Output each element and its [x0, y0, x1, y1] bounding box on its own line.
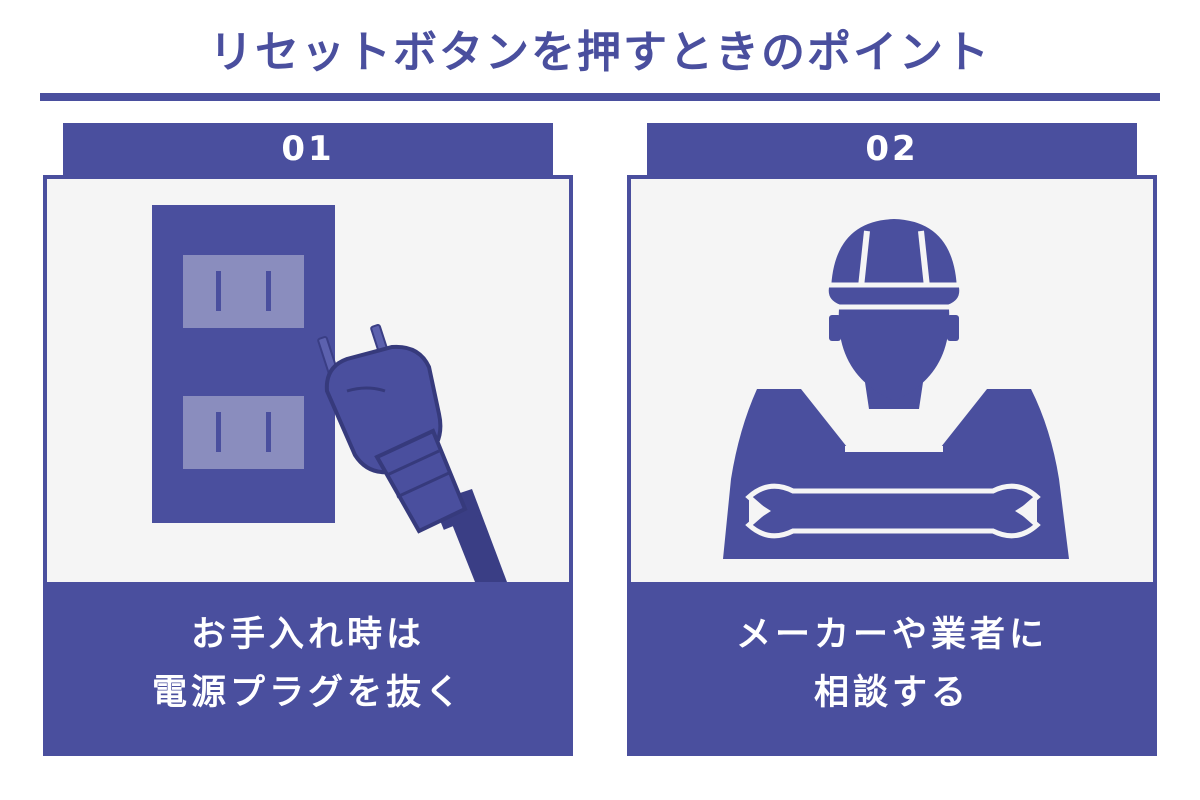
illustration-area — [47, 179, 569, 582]
point-card-01: 01 — [43, 123, 573, 756]
caption-line: 電源プラグを抜く — [151, 673, 464, 713]
point-card-02: 02 — [627, 123, 1157, 756]
point-caption: メーカーや業者に 相談する — [627, 606, 1157, 722]
illustration-area — [631, 179, 1153, 582]
title-underline — [40, 93, 1160, 101]
caption-line: メーカーや業者に — [735, 615, 1048, 655]
point-panel: お手入れ時は 電源プラグを抜く — [43, 175, 573, 756]
point-number-tab: 02 — [647, 123, 1137, 175]
point-caption: お手入れ時は 電源プラグを抜く — [43, 606, 573, 722]
caption-line: お手入れ時は — [190, 615, 425, 655]
power-outlet-plug-icon — [152, 205, 507, 582]
worker-with-wrench-icon — [723, 219, 1069, 559]
point-panel: メーカーや業者に 相談する — [627, 175, 1157, 756]
caption-line: 相談する — [813, 673, 970, 713]
point-number-tab: 01 — [63, 123, 553, 175]
page-title: リセットボタンを押すときのポイント — [209, 27, 991, 78]
